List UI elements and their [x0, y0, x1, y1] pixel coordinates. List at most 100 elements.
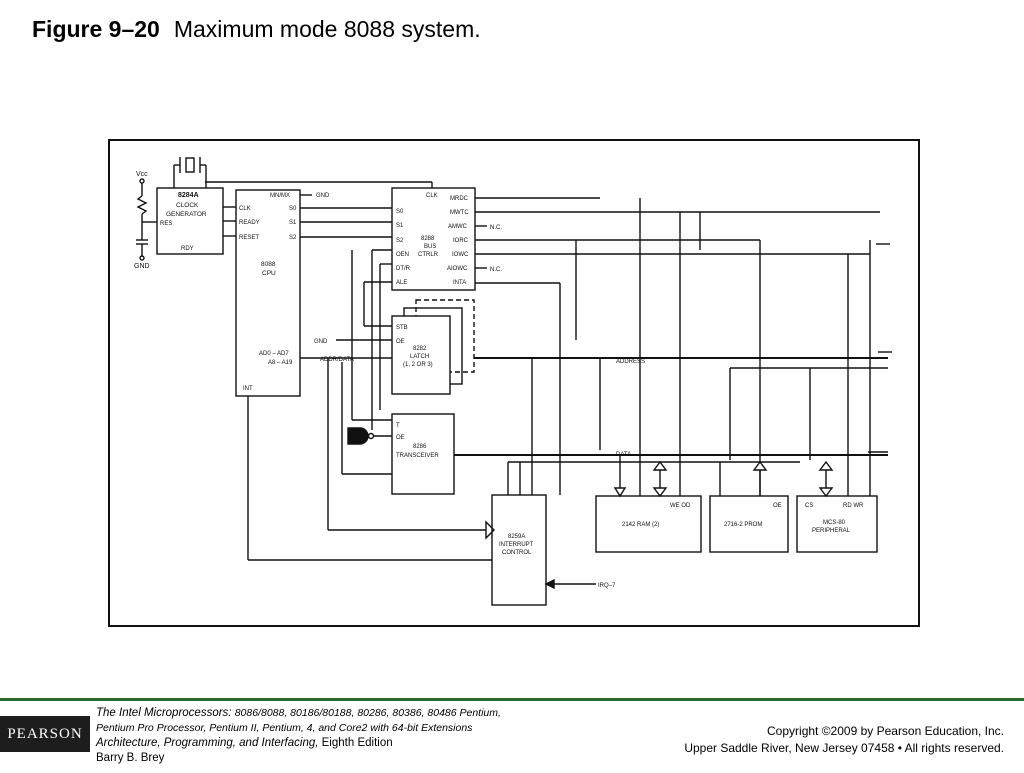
ram-data-arrow [613, 487, 627, 498]
bus-controller-s1-pin: S1 [396, 223, 404, 229]
cpu-s0-pin: S0 [289, 206, 297, 212]
clock-generator-part: 8284A [178, 192, 199, 199]
peripheral-pins: RD WR [843, 503, 864, 509]
book-author: Barry B. Brey [96, 752, 165, 764]
ram-box [595, 495, 702, 553]
eprom-label: 2716-2 PROM [724, 522, 762, 528]
latch-line2: (1, 2 OR 3) [403, 362, 433, 368]
ram-bidir-arrow-up [652, 460, 668, 471]
peripheral-cs-pin: CS [805, 503, 813, 509]
cpu-int-pin: INT [243, 386, 253, 392]
amwc-nc-label: N.C. [490, 225, 502, 231]
eprom-pins: OE [773, 503, 782, 509]
latch-gnd-label: GND [314, 339, 328, 345]
addr-data-label: ADDR/DATA [320, 357, 354, 363]
bus-controller-box [391, 187, 476, 291]
bus-controller-oen-pin: OEN [396, 252, 409, 258]
peripheral-line2: PERIPHERAL [812, 528, 851, 534]
peripheral-box [796, 495, 878, 553]
ram-label: 2142 RAM (2) [622, 522, 659, 528]
latch-stb-pin: STB [396, 325, 408, 331]
transceiver-t-pin: T [396, 423, 400, 429]
cpu-reset-pin: RESET [239, 235, 259, 241]
clock-generator-line2: GENERATOR [166, 211, 207, 218]
bus-controller-s0-pin: S0 [396, 209, 404, 215]
interrupt-controller-box [491, 494, 547, 606]
bus-controller-aiowc-pin: AIOWC [447, 266, 468, 272]
reset-resistor [136, 195, 148, 215]
cpu-part: 8088 [261, 261, 276, 268]
eprom-box [709, 495, 789, 553]
eprom-data-arrow [752, 460, 768, 471]
book-citation: The Intel Microprocessors: 8086/8088, 80… [96, 706, 566, 766]
cpu-ad-pin: AD0 – AD7 [259, 351, 289, 357]
gnd-terminal [139, 255, 145, 261]
cpu-s1-pin: S1 [289, 220, 297, 226]
peripheral-data-arrow-down [818, 487, 834, 498]
peripheral-line1: MCS-80 [823, 520, 846, 526]
footer-rule [0, 698, 1024, 701]
bus-controller-mrdc-pin: MRDC [450, 196, 469, 202]
vcc-terminal [139, 178, 145, 184]
bus-controller-iorc-pin: IORC [453, 238, 469, 244]
bus-controller-amwc-pin: AMWC [448, 224, 468, 230]
peripheral-data-arrow-up [818, 460, 834, 471]
nand-gate-bubble [367, 432, 375, 440]
interrupt-controller-line2: CONTROL [502, 550, 532, 556]
book-subtitle-2: Pentium Pro Processor, Pentium II, Penti… [96, 722, 473, 734]
latch-oe-pin: OE [396, 339, 405, 345]
bus-controller-s2-pin: S2 [396, 238, 404, 244]
cpu-clk-pin: CLK [239, 206, 251, 212]
figure-caption: Maximum mode 8088 system. [173, 16, 481, 42]
latch-part: 8282 [413, 346, 427, 352]
gnd-label: GND [134, 263, 150, 270]
bus-controller-ale-pin: ALE [396, 280, 407, 286]
cpu-mn-gnd: GND [316, 193, 330, 199]
aiowc-nc-label: N.C. [490, 267, 502, 273]
figure-title: Figure 9–20 Maximum mode 8088 system. [32, 16, 481, 43]
book-subtitle-1: 8086/8088, 80186/80188, 80286, 80386, 80… [234, 707, 501, 719]
latch-box-1 [391, 315, 451, 395]
irq-label: IRQ–7 [598, 583, 616, 589]
book-edition: Eighth Edition [321, 737, 393, 749]
nand-gate [347, 427, 369, 445]
interrupt-controller-line1: INTERRUPT [499, 542, 534, 548]
copyright-block: Copyright ©2009 by Pearson Education, In… [684, 723, 1004, 757]
crystal [185, 157, 195, 173]
ram-bidir-arrow-down [652, 487, 668, 498]
transceiver-oe-pin: OE [396, 435, 405, 441]
irq-arrow [544, 578, 555, 590]
bus-controller-dtr-pin: DT/R [396, 266, 411, 272]
cpu-ready-pin: READY [239, 220, 260, 226]
clock-generator-res-pin: RES [160, 221, 172, 227]
vcc-label: Vcc [136, 171, 148, 178]
cpu-mn-pin: MN/MX [270, 193, 290, 199]
latch-line1: LATCH [410, 354, 429, 360]
transceiver-line1: TRANSCEIVER [396, 453, 439, 459]
ram-pins: WE OD [670, 503, 691, 509]
clock-generator-rdy-pin: RDY [181, 246, 194, 252]
bus-controller-mwtc-pin: MWTC [450, 210, 469, 216]
bus-controller-inta-pin: INTA [453, 280, 466, 286]
book-subtitle-3: Architecture, Programming, and Interfaci… [96, 737, 319, 749]
data-bus-label: DATA [616, 452, 631, 458]
pearson-logo: PEARSON [0, 716, 90, 752]
cpu-box [235, 189, 301, 397]
figure-number: Figure 9–20 [32, 16, 160, 42]
clock-generator-line1: CLOCK [176, 202, 199, 209]
bus-controller-clk-pin: CLK [426, 193, 438, 199]
bus-controller-line1: BUS [424, 244, 436, 250]
bus-controller-part: 8288 [421, 236, 435, 242]
transceiver-part: 8286 [413, 444, 427, 450]
publisher-line: Upper Saddle River, New Jersey 07458 • A… [684, 741, 1004, 755]
pic-input-arrow [485, 520, 495, 540]
address-bus-label: ADDRESS [616, 359, 645, 365]
copyright-line: Copyright ©2009 by Pearson Education, In… [767, 724, 1004, 738]
cpu-s2-pin: S2 [289, 235, 297, 241]
cpu-name: CPU [262, 270, 276, 277]
interrupt-controller-part: 8259A [508, 534, 525, 540]
diagram-frame [108, 139, 920, 627]
bus-controller-line2: CTRLR [418, 252, 439, 258]
